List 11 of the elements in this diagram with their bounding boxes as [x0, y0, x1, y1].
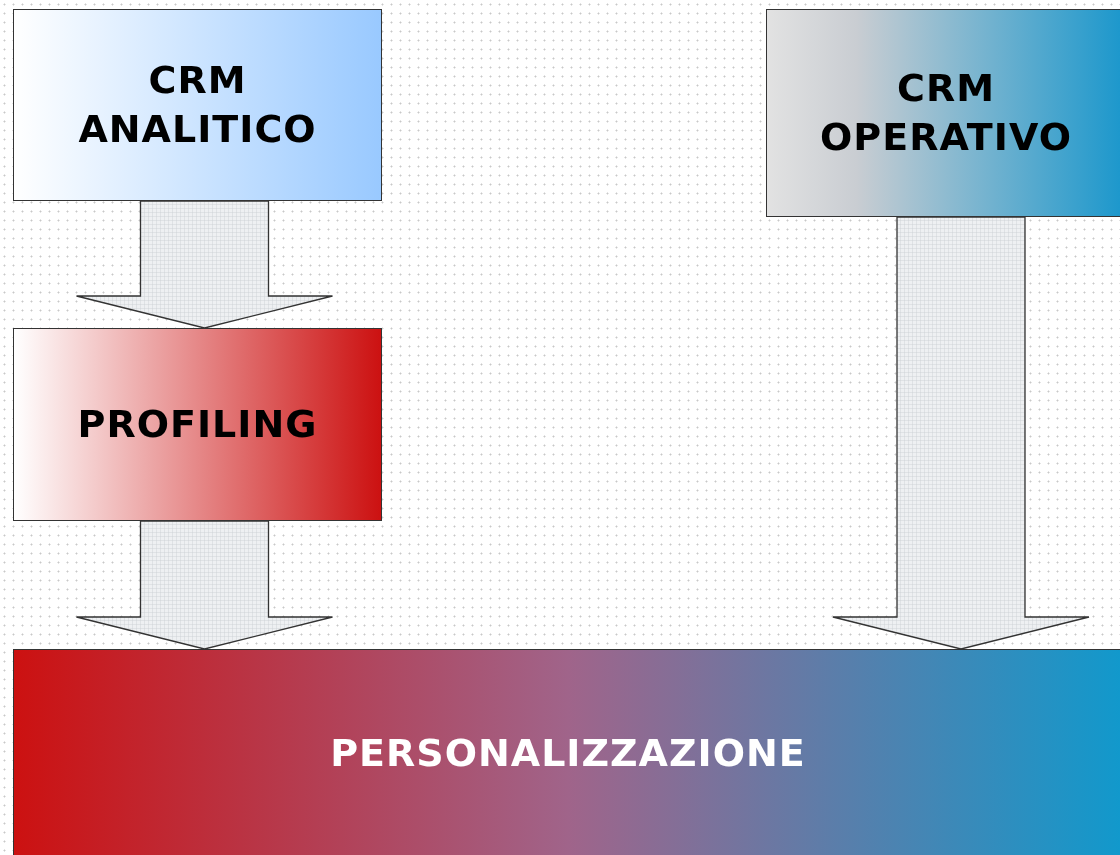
- box-label: CRM OPERATIVO: [819, 64, 1073, 161]
- process-box: [13, 328, 382, 521]
- process-box: [766, 9, 1120, 217]
- box-label: PERSONALIZZAZIONE: [330, 730, 806, 778]
- box-label: PROFILING: [77, 400, 318, 448]
- process-box: [13, 9, 382, 201]
- block-arrow: [75, 200, 334, 329]
- box-label: CRM ANALITICO: [77, 56, 318, 153]
- block-arrow: [75, 520, 334, 650]
- process-box: [13, 649, 1120, 855]
- block-arrow: [832, 216, 1090, 650]
